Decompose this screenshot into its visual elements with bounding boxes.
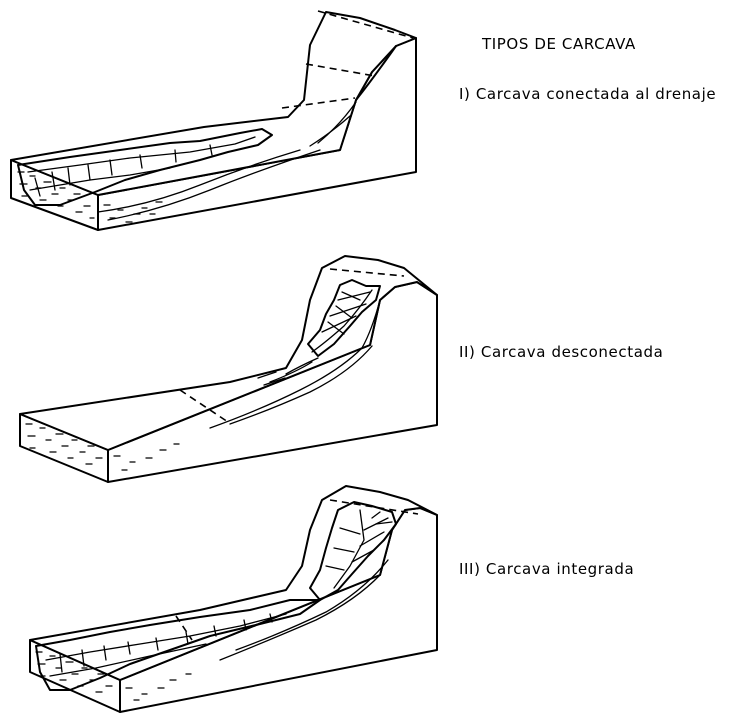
type-3-label: III) Carcava integrada (459, 560, 634, 578)
type-1-label: I) Carcava conectada al drenaje (459, 85, 716, 103)
block-diagram-integrated-gully (30, 486, 437, 712)
figure-title: TIPOS DE CARCAVA (481, 35, 636, 53)
type-2-label: II) Carcava desconectada (459, 343, 663, 361)
block-diagram-connected-gully (11, 11, 416, 230)
block-diagram-disconnected-gully (20, 256, 437, 482)
